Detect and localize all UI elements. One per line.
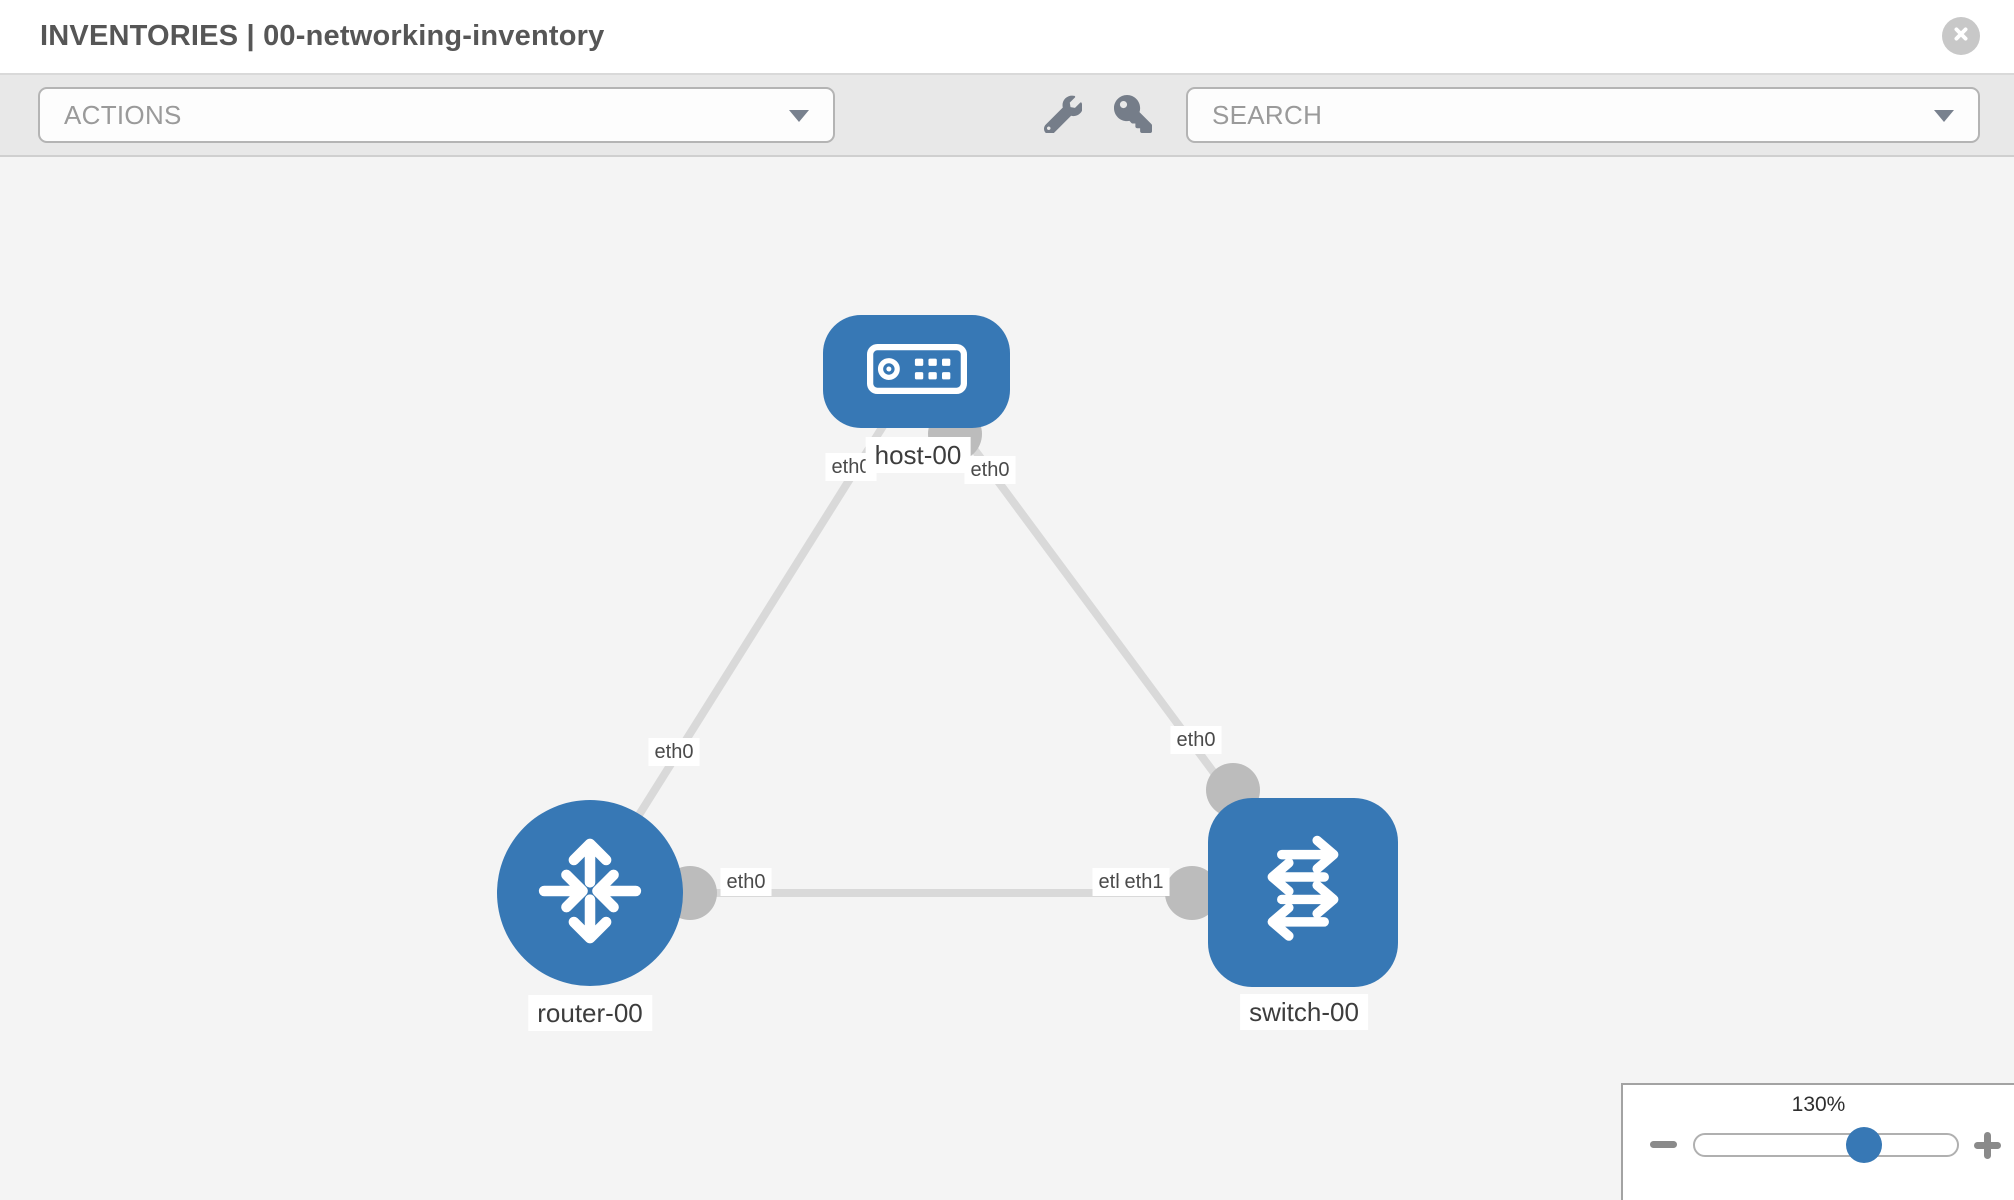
interface-connector-switch-left [1165, 866, 1219, 920]
switch-icon [1244, 831, 1362, 954]
zoom-slider-thumb[interactable] [1846, 1127, 1882, 1163]
page-title: INVENTORIES | 00-networking-inventory [40, 20, 605, 52]
router-icon [528, 829, 652, 958]
search-dropdown-label: SEARCH [1212, 100, 1323, 130]
wrench-icon [1044, 95, 1083, 138]
close-button[interactable] [1942, 17, 1980, 55]
node-label-host: host-00 [865, 437, 971, 473]
interface-label: eth0 [648, 738, 700, 766]
actions-dropdown-label: ACTIONS [64, 100, 182, 130]
zoom-slider[interactable] [1693, 1127, 1959, 1163]
node-switch-00[interactable] [1208, 798, 1398, 987]
node-label-router: router-00 [528, 995, 652, 1031]
topology-canvas[interactable]: eth0 eth0 eth0 eth0 eth0 eth0 eth1 [0, 157, 2014, 1200]
node-label-switch: switch-00 [1240, 994, 1368, 1030]
node-router-00[interactable] [497, 800, 683, 986]
node-host-00[interactable] [823, 315, 1010, 428]
topology-links-layer [586, 369, 1307, 920]
credentials-button[interactable] [1109, 92, 1157, 140]
zoom-out-button[interactable] [1650, 1141, 1677, 1148]
zoom-in-button[interactable] [1974, 1132, 2001, 1159]
zoom-panel: 130% [1621, 1083, 2014, 1200]
caret-down-icon [789, 110, 809, 122]
interface-label: eth0 [1170, 726, 1222, 754]
search-dropdown[interactable]: SEARCH [1186, 87, 1980, 143]
host-icon [866, 344, 967, 399]
key-icon [1114, 94, 1152, 138]
close-icon [1951, 24, 1971, 49]
configure-button[interactable] [1039, 92, 1087, 140]
interface-label: eth0 [720, 868, 772, 896]
plus-icon [1984, 1132, 1991, 1159]
zoom-level-value: 130% [1791, 1093, 1846, 1116]
interface-label: eth1 [1118, 868, 1170, 896]
topology-toolbar: ACTIONS SEARCH [0, 75, 2014, 157]
interface-label: eth0 [964, 456, 1016, 484]
caret-down-icon [1934, 110, 1954, 122]
actions-dropdown[interactable]: ACTIONS [38, 87, 835, 143]
panel-header: INVENTORIES | 00-networking-inventory [0, 0, 2014, 75]
